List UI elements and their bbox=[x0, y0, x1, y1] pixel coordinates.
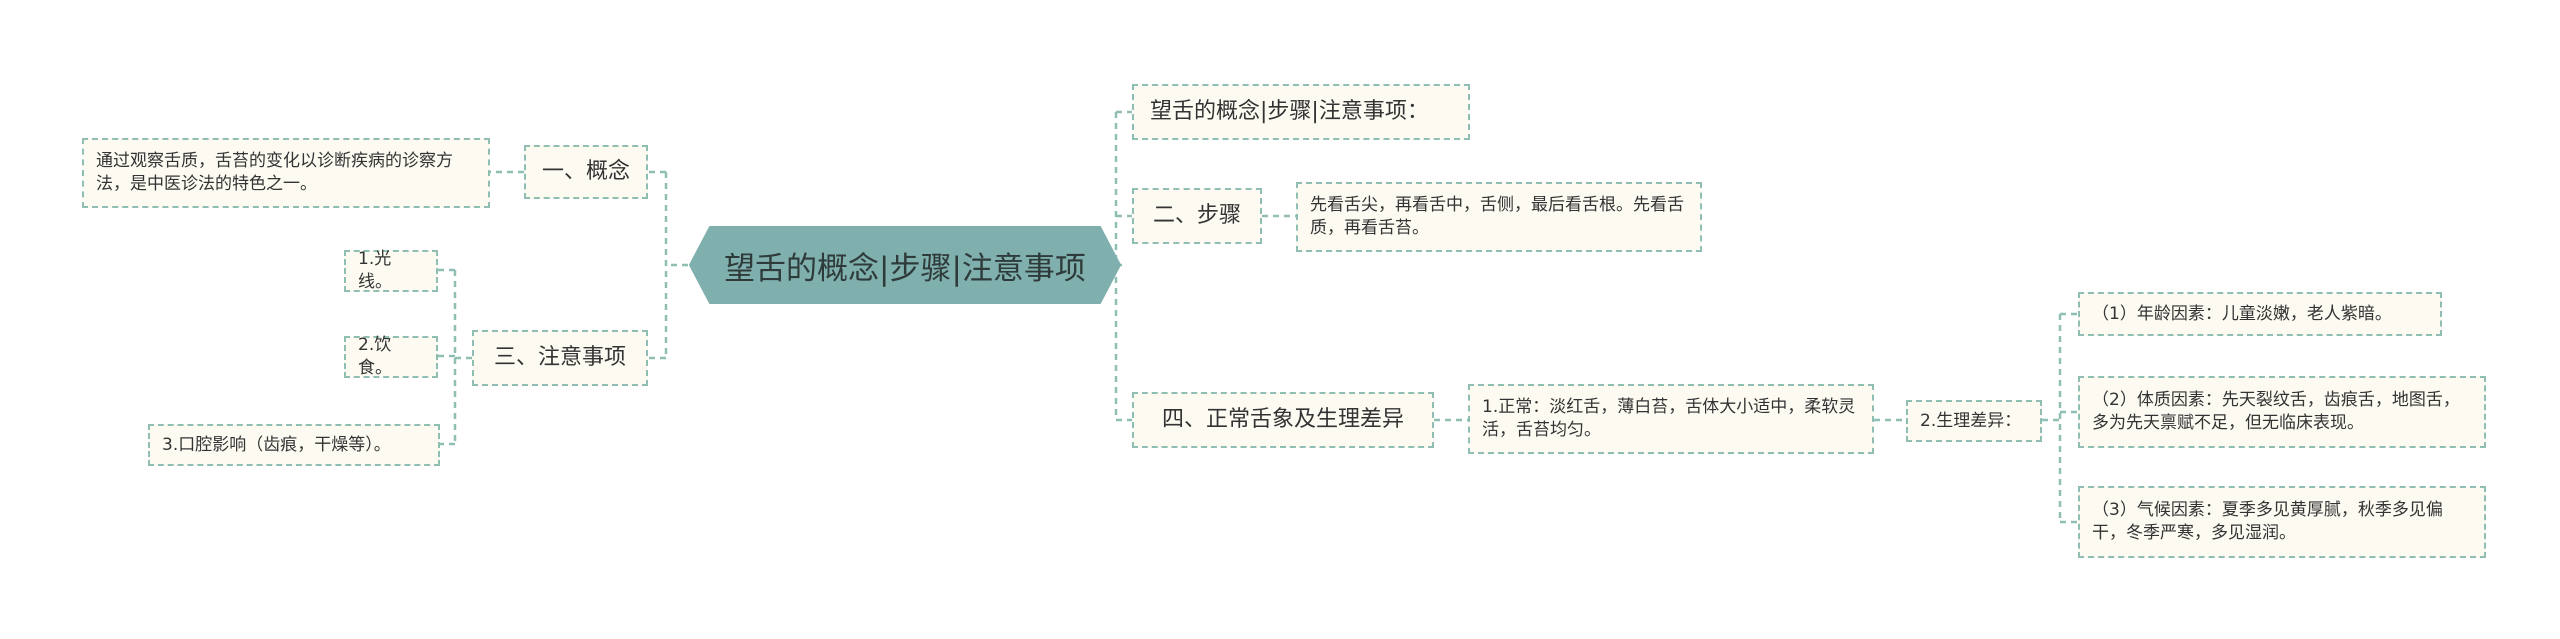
diff-label-node[interactable]: 2.生理差异： bbox=[1906, 400, 2042, 442]
diff-climate[interactable]: （3）气候因素：夏季多见黄厚腻，秋季多见偏干，冬季严寒，多见湿润。 bbox=[2078, 486, 2486, 558]
topic-precautions[interactable]: 三、注意事项 bbox=[472, 330, 648, 386]
topic-concept[interactable]: 一、概念 bbox=[524, 145, 648, 199]
precaution-item-3[interactable]: 3.口腔影响（齿痕，干燥等）。 bbox=[148, 424, 440, 466]
diff-constitution[interactable]: （2）体质因素：先天裂纹舌，齿痕舌，地图舌，多为先天禀赋不足，但无临床表现。 bbox=[2078, 376, 2486, 448]
central-hexagon bbox=[688, 226, 1122, 304]
topic-precautions-label: 三、注意事项 bbox=[493, 345, 626, 371]
topic-steps-label: 二、步骤 bbox=[1152, 203, 1241, 229]
steps-detail[interactable]: 先看舌尖，再看舌中，舌侧，最后看舌根。先看舌质，再看舌苔。 bbox=[1296, 182, 1702, 252]
topic-normal-label: 四、正常舌象及生理差异 bbox=[1161, 407, 1404, 433]
central-topic-label: 望舌的概念|步骤|注意事项 bbox=[724, 250, 1086, 287]
diff-age-text: （1）年龄因素：儿童淡嫩，老人紫暗。 bbox=[2092, 303, 2392, 324]
precaution-item-3-text: 3.口腔影响（齿痕，干燥等）。 bbox=[162, 434, 391, 455]
precaution-item-1-text: 1.光线。 bbox=[358, 249, 392, 292]
concept-detail[interactable]: 通过观察舌质，舌苔的变化以诊断疾病的诊察方法，是中医诊法的特色之一。 bbox=[82, 138, 490, 208]
topic-normal[interactable]: 四、正常舌象及生理差异 bbox=[1132, 392, 1434, 448]
diff-label-text: 2.生理差异： bbox=[1920, 410, 2022, 431]
topic-concept-label: 一、概念 bbox=[541, 159, 630, 185]
precaution-item-1[interactable]: 1.光线。 bbox=[344, 249, 438, 292]
steps-detail-text: 先看舌尖，再看舌中，舌侧，最后看舌根。先看舌质，再看舌苔。 bbox=[1310, 195, 1684, 238]
normal-detail-text: 1.正常：淡红舌，薄白苔，舌体大小适中，柔软灵活，舌苔均匀。 bbox=[1482, 397, 1856, 440]
precaution-item-2-text: 2.饮食。 bbox=[358, 335, 392, 378]
central-topic[interactable]: 望舌的概念|步骤|注意事项 bbox=[688, 225, 1122, 305]
diff-constitution-text: （2）体质因素：先天裂纹舌，齿痕舌，地图舌，多为先天禀赋不足，但无临床表现。 bbox=[2092, 390, 2460, 433]
diff-climate-text: （3）气候因素：夏季多见黄厚腻，秋季多见偏干，冬季严寒，多见湿润。 bbox=[2092, 500, 2443, 543]
normal-detail[interactable]: 1.正常：淡红舌，薄白苔，舌体大小适中，柔软灵活，舌苔均匀。 bbox=[1468, 384, 1874, 454]
topic-steps[interactable]: 二、步骤 bbox=[1132, 188, 1262, 244]
diff-age[interactable]: （1）年龄因素：儿童淡嫩，老人紫暗。 bbox=[2078, 292, 2442, 336]
precaution-item-2[interactable]: 2.饮食。 bbox=[344, 335, 438, 378]
topic-title[interactable]: 望舌的概念|步骤|注意事项： bbox=[1132, 84, 1470, 140]
concept-detail-text: 通过观察舌质，舌苔的变化以诊断疾病的诊察方法，是中医诊法的特色之一。 bbox=[96, 151, 453, 194]
topic-title-label: 望舌的概念|步骤|注意事项： bbox=[1150, 99, 1429, 125]
